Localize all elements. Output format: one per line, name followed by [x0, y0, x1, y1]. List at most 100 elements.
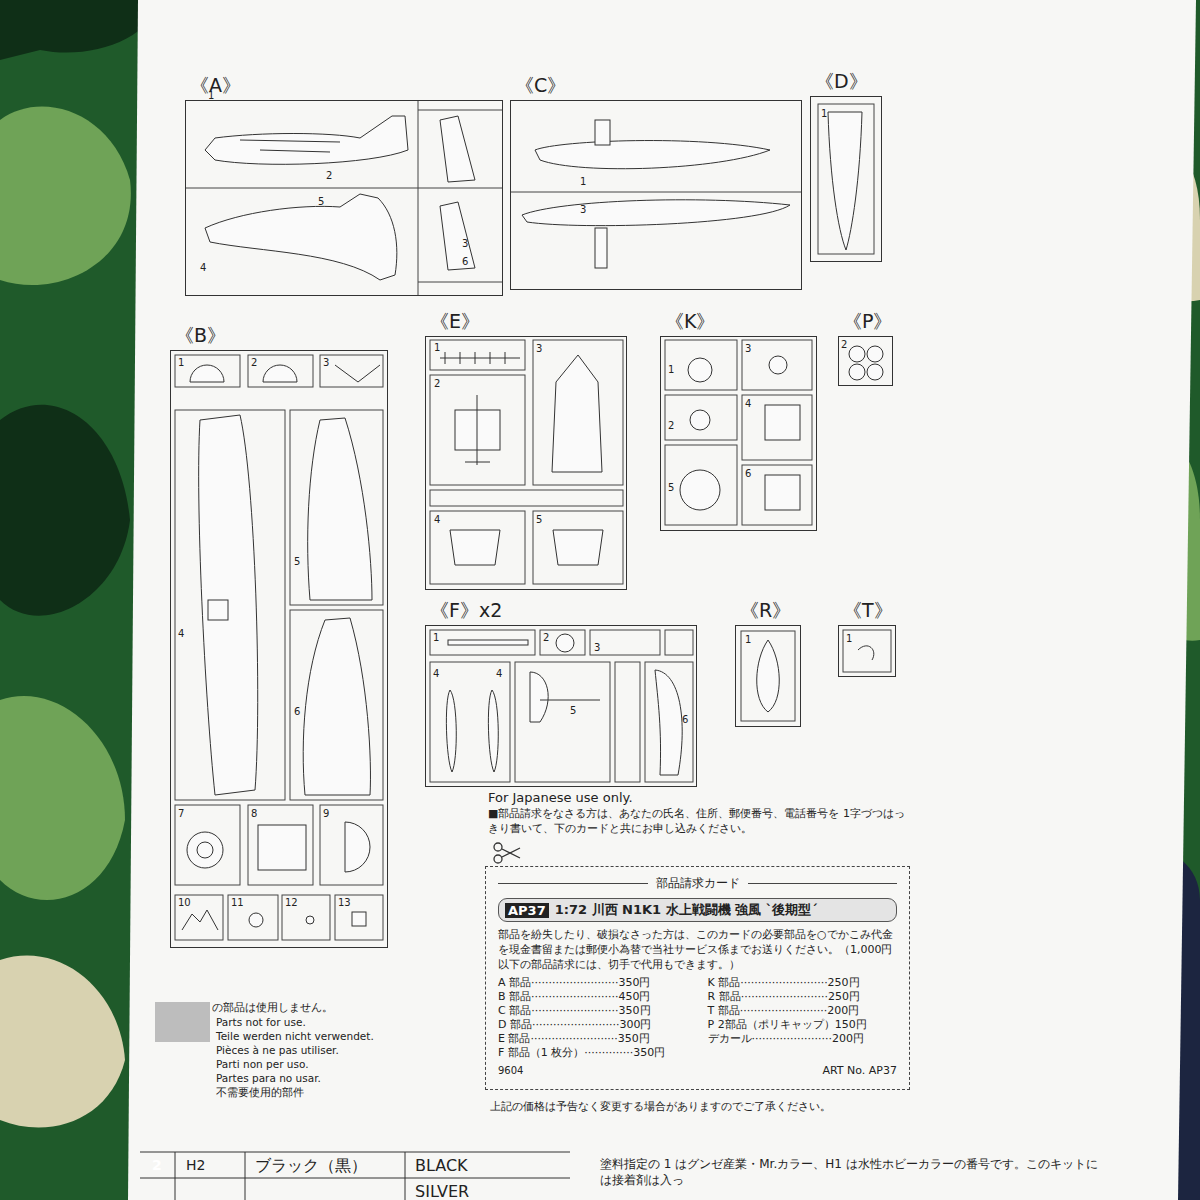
callout-number: 1	[434, 342, 440, 353]
part-outlines	[187, 832, 223, 868]
sprue-frame: 《E》	[425, 336, 627, 590]
sprue-letter: 《A》	[190, 73, 241, 99]
runner-compartments	[665, 395, 737, 440]
callout-number: 5	[570, 705, 576, 716]
callout-number: 6	[294, 706, 300, 717]
runner-compartments	[335, 895, 383, 940]
runner-compartments	[540, 630, 585, 655]
sprue-letter: 《K》	[665, 309, 715, 335]
card-title-row: AP371:72 川西 N1K1 水上戦闘機 強風 `後期型´	[498, 898, 897, 922]
part-outlines	[849, 346, 865, 362]
card-heading-row: 部品請求カード	[498, 875, 897, 892]
callout-number: 2	[326, 170, 332, 181]
price-line: T 部品·························200円	[708, 1004, 898, 1018]
callout-number: 6	[745, 468, 751, 479]
part-outlines	[258, 825, 306, 870]
part-outlines	[446, 690, 456, 772]
part-outlines	[240, 140, 340, 152]
part-outlines	[552, 355, 602, 472]
runner-compartments	[175, 410, 285, 800]
sprue-frame: 《B》	[170, 350, 388, 948]
runner-compartments	[290, 410, 383, 605]
runner-compartments	[742, 465, 812, 525]
callout-number: 2	[251, 357, 257, 368]
part-outlines	[205, 194, 397, 280]
callout-number: 6	[462, 256, 468, 267]
card-scissors	[494, 843, 520, 863]
runner-compartments	[320, 805, 383, 885]
card-scissors	[494, 855, 502, 863]
kit-title: 1:72 川西 N1K1 水上戦闘機 強風 `後期型´	[555, 901, 818, 919]
callout-number: 3	[594, 642, 600, 653]
callout-number: 10	[178, 897, 191, 908]
price-line: P 2部品（ポリキャップ）150円	[708, 1018, 898, 1032]
paint-table	[245, 1152, 246, 1200]
price-line: C 部品·························350円	[498, 1004, 688, 1018]
runner-compartments	[515, 662, 610, 782]
part-outlines	[450, 530, 500, 565]
paint-table	[140, 1178, 570, 1179]
runner-compartments	[186, 188, 502, 189]
runner-compartments	[320, 355, 383, 387]
rule-line	[498, 883, 648, 884]
part-outlines	[655, 670, 682, 775]
runner-compartments	[843, 630, 891, 672]
callout-number: 4	[496, 668, 502, 679]
sprue-frame: 《T》	[838, 625, 896, 677]
camouflage	[0, 696, 125, 900]
runner-compartments	[418, 282, 502, 283]
runner-compartments	[430, 630, 535, 655]
paint-table	[140, 1152, 570, 1153]
part-outlines	[263, 365, 297, 382]
callout-number: 1	[433, 632, 439, 643]
runner-compartments	[282, 895, 330, 940]
part-outlines	[535, 141, 770, 169]
sprue-frame: 《D》	[810, 96, 882, 262]
note-text: ■部品請求をなさる方は、あなたの氏名、住所、郵便番号、電話番号を 1字づつはっき…	[488, 807, 908, 837]
runner-compartments	[645, 662, 693, 782]
callout-number: 3	[536, 343, 542, 354]
paint-table	[405, 1152, 406, 1200]
runner-compartments	[430, 511, 525, 584]
callout-number: 5	[668, 482, 674, 493]
callout-number: 3	[462, 238, 468, 249]
part-outlines	[303, 618, 370, 795]
card-heading: 部品請求カード	[656, 875, 740, 892]
callout-number: 1	[745, 634, 751, 645]
note-text: 不需要使用的部件	[216, 1086, 304, 1100]
part-outlines	[530, 672, 548, 722]
card-scissors	[502, 848, 520, 858]
runner-compartments	[742, 395, 812, 460]
runner-compartments	[741, 631, 795, 721]
part-outlines	[488, 690, 498, 772]
part-outlines	[208, 600, 228, 620]
callout-number: 1	[846, 633, 852, 644]
part-outlines	[465, 395, 490, 465]
sprue-frame: 《C》	[510, 100, 802, 290]
callout-number: 3	[323, 357, 329, 368]
sprue-frame: 《K》	[660, 336, 817, 531]
part-outlines	[345, 822, 370, 872]
sprue-letter: 《C》	[515, 73, 566, 99]
part-outlines	[197, 842, 213, 858]
price-line: E 部品·························350円	[498, 1032, 688, 1046]
callout-number: 2	[434, 378, 440, 389]
runner-compartments	[590, 630, 660, 655]
part-outlines	[448, 640, 528, 645]
part-outlines	[308, 418, 372, 600]
price-column: K 部品·························250円R 部品···…	[708, 976, 898, 1060]
part-outlines	[352, 912, 366, 926]
note-text: For Japanese use only.	[488, 790, 633, 805]
part-outlines	[849, 364, 865, 380]
callout-number: 1	[668, 364, 674, 375]
runner-compartments	[228, 895, 278, 940]
part-outlines	[205, 116, 408, 164]
note-text: Partes para no usar.	[216, 1072, 321, 1084]
sprue-letter: 《E》	[430, 309, 480, 335]
runner-compartments	[290, 610, 383, 800]
note-text: 上記の価格は予告なく変更する場合がありますのでご了承ください。	[490, 1099, 831, 1114]
callout-number: 4	[434, 514, 440, 525]
paint-table	[140, 1152, 570, 1200]
callout-number: 4	[745, 398, 751, 409]
